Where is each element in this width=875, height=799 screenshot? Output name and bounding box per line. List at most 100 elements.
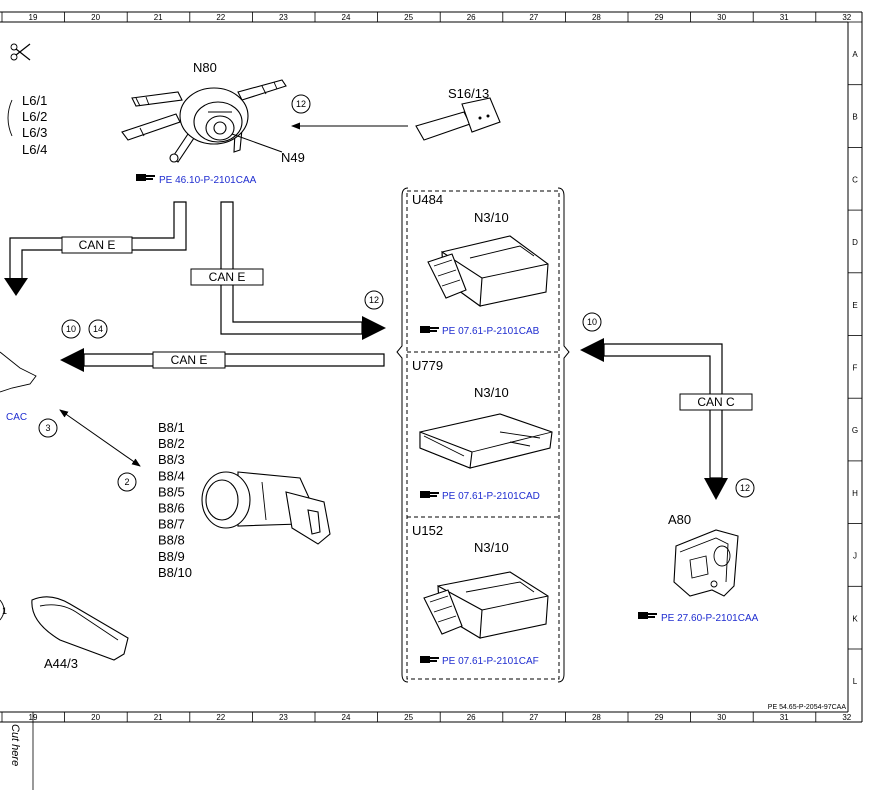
svg-text:12: 12: [296, 99, 306, 109]
ref-u484[interactable]: PE 07.61-P-2101CAB: [442, 326, 540, 337]
label-s16-13: S16/13: [448, 86, 489, 101]
column-label-top: 25: [404, 13, 413, 22]
callout-circle-3: 3: [38, 418, 58, 438]
ecu-u484-drawing: [427, 235, 549, 308]
svg-text:14: 14: [93, 324, 103, 334]
column-label-bottom: 32: [842, 713, 851, 722]
can-c-box: [679, 393, 753, 411]
column-label-bottom: 22: [216, 713, 225, 722]
label-b8-item: B8/8: [158, 533, 185, 548]
row-label: G: [852, 426, 858, 435]
column-label-top: 23: [279, 13, 288, 22]
label-b8-item: B8/10: [158, 565, 192, 580]
double-arrow: [59, 409, 141, 467]
ref-n80[interactable]: PE 46.10-P-2101CAA: [159, 175, 257, 186]
can-e-arrow-right: [362, 316, 386, 340]
callout-circle-10-left: 10: [61, 319, 81, 339]
cut-here-label: Cut here: [9, 724, 21, 766]
column-label-bottom: 30: [717, 713, 726, 722]
column-label-bottom: 26: [467, 713, 476, 722]
can-e-label-3: CAN E: [171, 353, 208, 367]
column-label-top: 30: [717, 13, 726, 22]
column-label-bottom: 25: [404, 713, 413, 722]
column-label-top: 28: [592, 13, 601, 22]
label-l6-4: L6/4: [22, 142, 47, 157]
label-b8-item: B8/1: [158, 420, 185, 435]
partial-circle-1: [0, 599, 5, 621]
column-label-top: 27: [529, 13, 538, 22]
column-label-top: 24: [342, 13, 351, 22]
label-u484: U484: [412, 192, 443, 207]
column-label-bottom: 28: [592, 713, 601, 722]
reference-hand-icon-a80: [638, 612, 657, 619]
row-label: E: [852, 301, 857, 310]
column-label-bottom: 21: [154, 713, 163, 722]
column-label-bottom: 24: [342, 713, 351, 722]
label-b8-item: B8/2: [158, 436, 185, 451]
label-l6-2: L6/2: [22, 109, 47, 124]
row-label: A: [852, 50, 858, 59]
label-u779: U779: [412, 358, 443, 373]
column-label-top: 26: [467, 13, 476, 22]
can-e-arrow-down-left: [4, 278, 28, 296]
can-e-wire-bottom: [83, 353, 385, 367]
label-b8-item: B8/3: [158, 452, 185, 467]
label-l6-1: L6/1: [22, 93, 47, 108]
label-n80: N80: [193, 60, 217, 75]
column-label-bottom: 19: [29, 713, 38, 722]
row-label: B: [852, 113, 857, 122]
svg-text:3: 3: [45, 423, 50, 433]
label-n49: N49: [281, 150, 305, 165]
n49-leader: [231, 133, 283, 153]
can-e-label-1: CAN E: [79, 238, 116, 252]
column-label-top: 19: [29, 13, 38, 22]
column-label-bottom: 31: [780, 713, 789, 722]
ecu-u779-drawing: [419, 413, 553, 469]
ref-u152[interactable]: PE 07.61-P-2101CAF: [442, 656, 539, 667]
can-e-label-2: CAN E: [209, 270, 246, 284]
label-n3-10-c: N3/10: [474, 540, 509, 555]
label-b8-item: B8/4: [158, 468, 185, 483]
callout-circle-14-left: 14: [88, 319, 108, 339]
svg-text:12: 12: [369, 295, 379, 305]
column-label-top: 29: [655, 13, 664, 22]
document-id: PE 54.65-P-2054-97CAA: [768, 704, 847, 711]
ecu-u152-drawing: [423, 571, 549, 639]
b8-sensor-list: B8/1B8/2B8/3B8/4B8/5B8/6B8/7B8/8B8/9B8/1…: [158, 420, 192, 580]
reference-hand-icon-u484: [420, 326, 439, 333]
column-label-top: 31: [780, 13, 789, 22]
can-c-arrow-left: [580, 338, 604, 362]
row-label: L: [853, 677, 858, 686]
can-e-arrow-left: [60, 348, 84, 372]
row-label: H: [852, 489, 858, 498]
reference-hand-icon-u779: [420, 491, 439, 498]
can-c-label: CAN C: [697, 395, 735, 409]
column-label-bottom: 23: [279, 713, 288, 722]
callout-circle-10-right: 10: [582, 312, 602, 332]
ref-u779[interactable]: PE 07.61-P-2101CAD: [442, 491, 540, 502]
can-e-box-2: [190, 268, 264, 286]
label-b8-item: B8/7: [158, 517, 185, 532]
callout-circle-12-mid: 12: [364, 290, 384, 310]
column-label-bottom: 29: [655, 713, 664, 722]
a80-module-drawing: [673, 529, 739, 597]
left-cut-bracket: [7, 99, 13, 137]
svg-text:12: 12: [740, 483, 750, 493]
label-b8-item: B8/6: [158, 501, 185, 516]
scissors-icon: [10, 43, 31, 61]
parktronic-sensor-drawing: [201, 471, 331, 545]
svg-text:10: 10: [587, 317, 597, 327]
ref-left-partial[interactable]: CAC: [6, 412, 27, 423]
control-unit-group: [396, 187, 570, 683]
column-label-top: 21: [154, 13, 163, 22]
selector-lever-drawing: [415, 97, 501, 141]
label-l6-3: L6/3: [22, 125, 47, 140]
ref-a80[interactable]: PE 27.60-P-2101CAA: [661, 613, 759, 624]
steering-column-module-drawing: [121, 79, 287, 163]
row-label: D: [852, 238, 858, 247]
